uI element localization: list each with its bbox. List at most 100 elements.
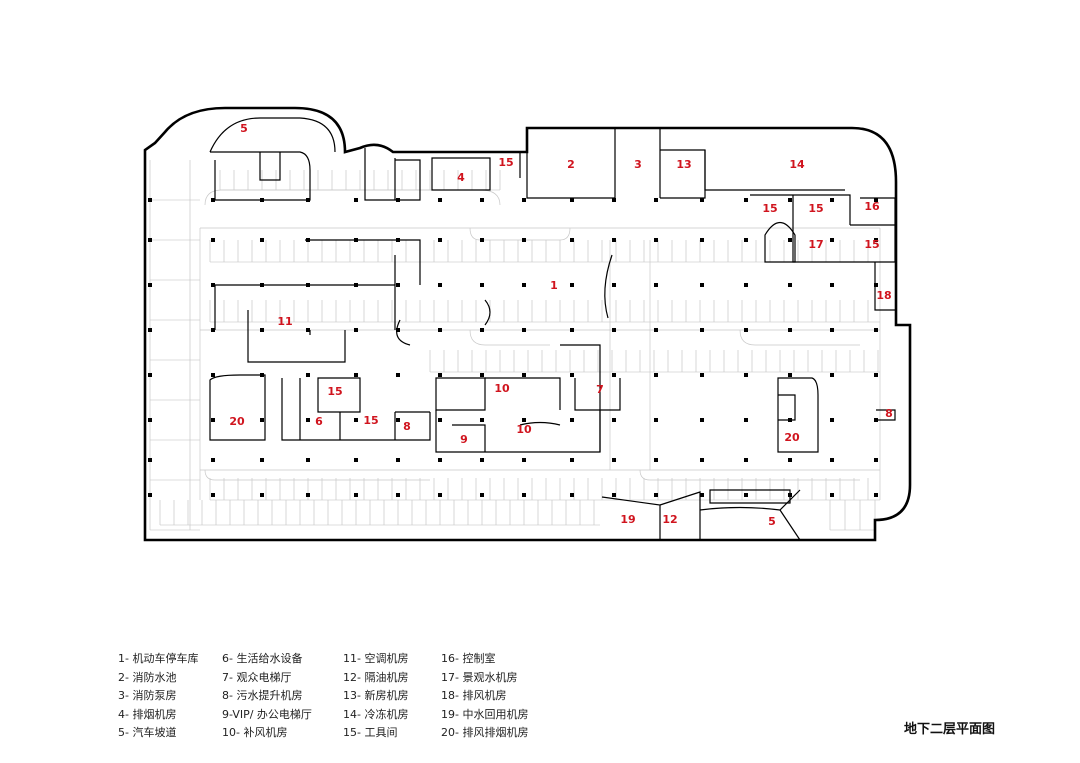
column: [700, 283, 704, 287]
room-label-10-b: 10: [516, 423, 532, 436]
column: [874, 198, 878, 202]
plan-title: 地下二层平面图: [904, 722, 996, 737]
column: [211, 418, 215, 422]
column: [788, 418, 792, 422]
legend-item: 4- 排烟机房: [118, 707, 177, 721]
legend-item: 11- 空调机房: [343, 652, 409, 665]
column: [874, 373, 878, 377]
room-label-9: 9: [460, 433, 468, 446]
column: [260, 458, 264, 462]
legend-item: 6- 生活给水设备: [222, 652, 303, 665]
room-label-11: 11: [277, 315, 292, 328]
column: [700, 458, 704, 462]
legend-item: 15- 工具间: [343, 726, 398, 739]
column: [480, 458, 484, 462]
column: [874, 328, 878, 332]
column: [260, 493, 264, 497]
column: [480, 493, 484, 497]
legend-item: 9-VIP/ 办公电梯厅: [222, 707, 312, 721]
column: [306, 283, 310, 287]
column: [654, 458, 658, 462]
room-label-3: 3: [634, 158, 642, 171]
column: [306, 418, 310, 422]
column: [874, 238, 878, 242]
room-label-15-e: 15: [327, 385, 342, 398]
column: [744, 458, 748, 462]
column: [612, 283, 616, 287]
column: [396, 328, 400, 332]
column: [438, 283, 442, 287]
legend-item: 12- 隔油机房: [343, 670, 409, 684]
column: [148, 458, 152, 462]
room-label-15-b: 15: [762, 202, 777, 215]
room-label-15-f: 15: [363, 414, 378, 427]
room-label-10-a: 10: [494, 382, 510, 395]
column: [148, 198, 152, 202]
column: [522, 238, 526, 242]
column: [700, 493, 704, 497]
column: [874, 493, 878, 497]
column: [396, 283, 400, 287]
column: [396, 458, 400, 462]
column: [570, 238, 574, 242]
column: [306, 373, 310, 377]
column: [570, 283, 574, 287]
column: [654, 238, 658, 242]
column: [354, 373, 358, 377]
room-label-12: 12: [662, 513, 677, 526]
column: [306, 328, 310, 332]
column: [654, 373, 658, 377]
legend-item: 5- 汽车坡道: [118, 726, 177, 739]
column: [830, 373, 834, 377]
column: [396, 493, 400, 497]
legend-item: 7- 观众电梯厅: [222, 670, 292, 684]
column: [612, 373, 616, 377]
column: [438, 373, 442, 377]
column: [354, 238, 358, 242]
column: [260, 283, 264, 287]
column: [260, 328, 264, 332]
legend-item: 18- 排风机房: [441, 689, 507, 702]
column: [744, 238, 748, 242]
column: [570, 198, 574, 202]
room-label-15-d: 15: [864, 238, 879, 251]
column: [260, 418, 264, 422]
column: [211, 458, 215, 462]
column: [354, 418, 358, 422]
legend-item: 2- 消防水池: [118, 670, 177, 684]
column: [788, 493, 792, 497]
column: [148, 283, 152, 287]
column: [480, 328, 484, 332]
column: [788, 198, 792, 202]
column: [700, 198, 704, 202]
column: [306, 238, 310, 242]
column: [612, 493, 616, 497]
column: [148, 493, 152, 497]
column: [438, 198, 442, 202]
column: [830, 458, 834, 462]
column: [612, 198, 616, 202]
column: [830, 418, 834, 422]
room-label-18: 18: [876, 289, 891, 302]
room-label-20-a: 20: [229, 415, 245, 428]
column: [830, 198, 834, 202]
column: [148, 238, 152, 242]
legend-item: 16- 控制室: [441, 652, 496, 665]
column: [396, 418, 400, 422]
legend-item: 20- 排风排烟机房: [441, 726, 529, 739]
column: [744, 493, 748, 497]
column: [654, 283, 658, 287]
structural-columns: [148, 198, 878, 497]
column: [260, 238, 264, 242]
ramp-top-curve: [209, 117, 336, 153]
column: [570, 328, 574, 332]
column: [570, 418, 574, 422]
room-label-15-c: 15: [808, 202, 823, 215]
column: [260, 198, 264, 202]
room-label-6: 6: [315, 415, 323, 428]
column: [522, 418, 526, 422]
column: [654, 493, 658, 497]
room-label-19: 19: [620, 513, 635, 526]
room-label-8-a: 8: [403, 420, 411, 433]
column: [700, 373, 704, 377]
